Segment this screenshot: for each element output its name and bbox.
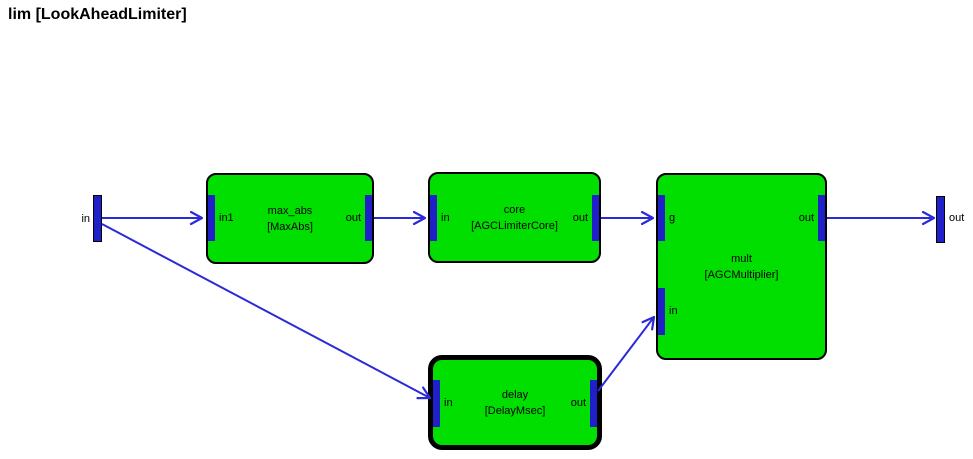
port-bar-max-abs-out — [365, 195, 372, 241]
port-label-mult-in: in — [669, 305, 678, 317]
block-mult[interactable]: g in mult [AGCMultiplier] out — [656, 173, 827, 360]
block-name-delay: delay — [501, 388, 529, 401]
input-terminal-bar — [93, 195, 102, 242]
output-terminal-label: out — [949, 212, 965, 224]
output-terminal-bar — [936, 196, 945, 243]
block-delay[interactable]: in delay [DelayMsec] out — [428, 355, 602, 450]
block-name-mult: mult — [731, 252, 752, 265]
port-label-delay-in: in — [444, 397, 453, 409]
port-bar-mult-out — [818, 195, 825, 241]
block-name-max-abs: max_abs — [267, 204, 313, 217]
wire-delay-to-mult-in — [597, 315, 656, 392]
diagram-title: lim [LookAheadLimiter] — [8, 6, 187, 23]
port-label-mult-out: out — [798, 212, 814, 224]
port-bar-max-abs-in1 — [208, 195, 215, 241]
port-bar-core-in — [430, 195, 437, 241]
port-bar-delay-in — [433, 380, 440, 427]
input-terminal-label: in — [81, 213, 90, 225]
block-max-abs[interactable]: in1 max_abs [MaxAbs] out — [206, 173, 374, 264]
block-core[interactable]: in core [AGCLimiterCore] out — [428, 172, 601, 263]
port-label-max-abs-out: out — [345, 212, 361, 224]
block-type-mult: [AGCMultiplier] — [704, 268, 779, 281]
block-type-max-abs: [MaxAbs] — [267, 220, 313, 233]
port-label-mult-g: g — [669, 212, 676, 224]
port-bar-mult-g — [658, 195, 665, 241]
port-bar-mult-in — [658, 288, 665, 335]
block-name-core: core — [503, 203, 526, 216]
block-type-delay: [DelayMsec] — [484, 404, 546, 417]
port-label-delay-out: out — [570, 397, 586, 409]
port-bar-delay-out — [590, 380, 597, 427]
port-label-core-in: in — [441, 212, 450, 224]
block-type-core: [AGCLimiterCore] — [471, 219, 558, 232]
port-label-max-abs-in1: in1 — [219, 212, 234, 224]
port-label-core-out: out — [572, 212, 588, 224]
port-bar-core-out — [592, 195, 599, 241]
